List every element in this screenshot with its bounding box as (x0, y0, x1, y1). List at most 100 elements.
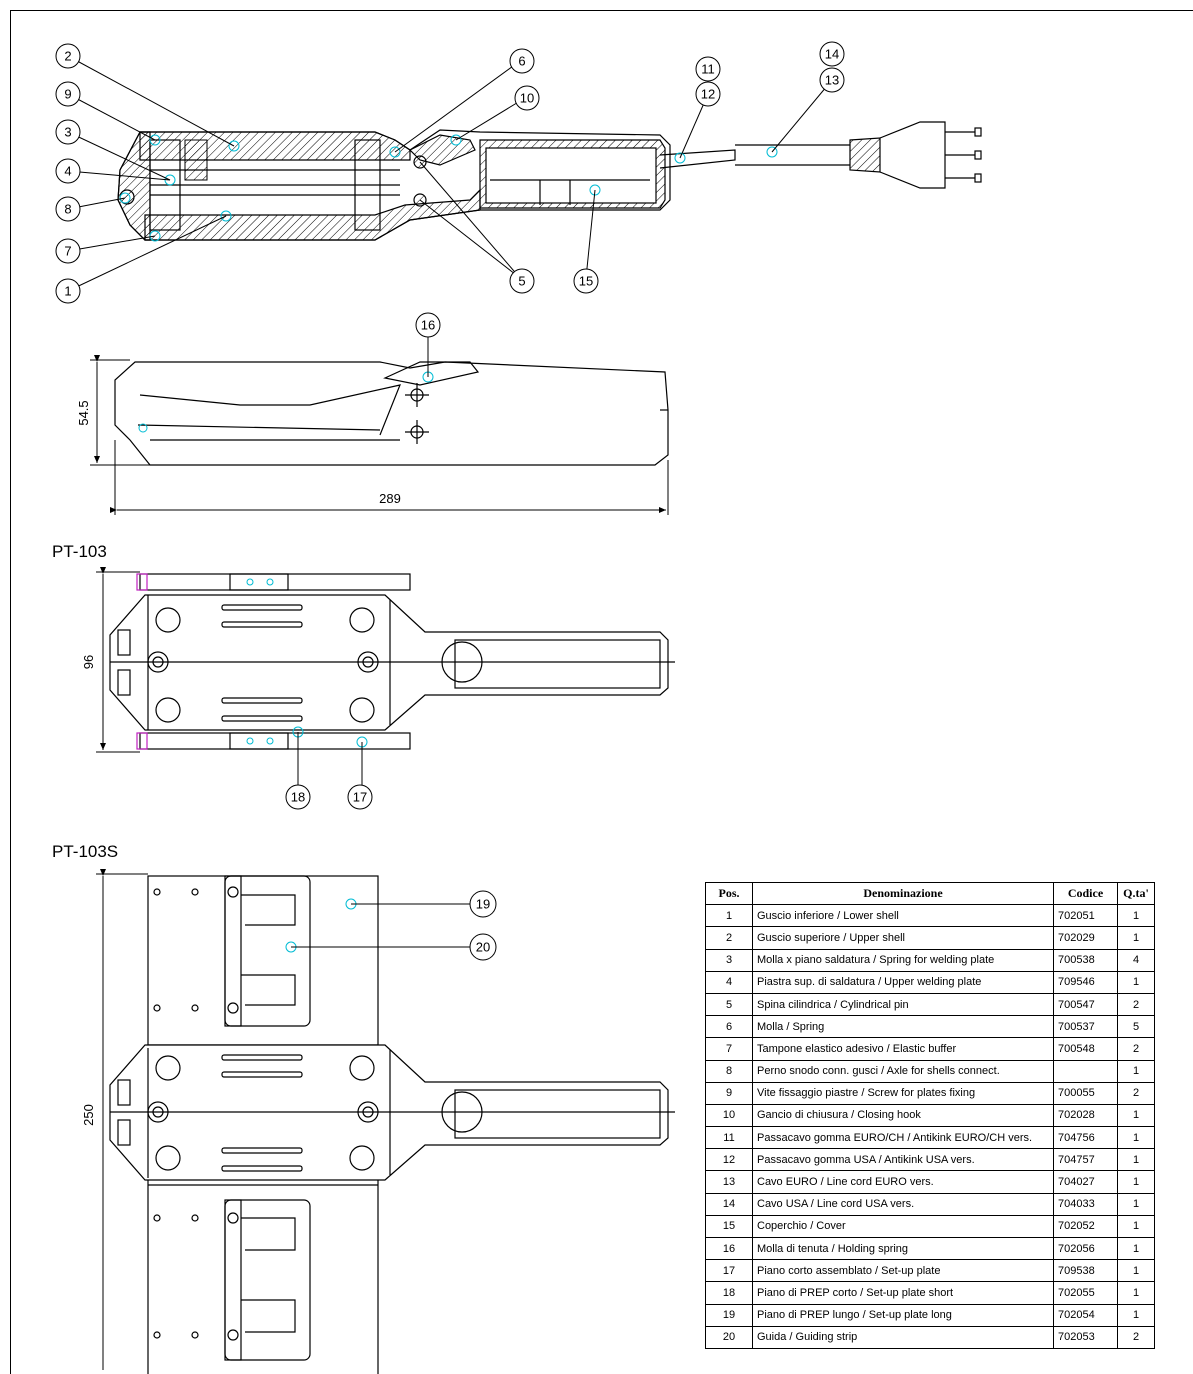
cell-pos: 18 (705, 1281, 753, 1305)
callout-13: 13 (825, 73, 839, 88)
cell-code: 702053 (1053, 1325, 1118, 1349)
callout-11: 11 (701, 62, 715, 77)
cell-name: Guida / Guiding strip (752, 1325, 1054, 1349)
cell-name: Molla / Spring (752, 1015, 1054, 1039)
cell-name: Passacavo gomma USA / Antikink USA vers. (752, 1148, 1054, 1172)
cell-code: 700548 (1053, 1037, 1118, 1061)
cell-qty: 1 (1117, 926, 1155, 950)
cell-qty: 2 (1117, 1037, 1155, 1061)
cell-name: Vite fissaggio piastre / Screw for plate… (752, 1081, 1054, 1105)
cell-qty: 1 (1117, 1192, 1155, 1216)
callout-19: 19 (476, 897, 490, 912)
side-view (114, 361, 669, 466)
cell-qty: 1 (1117, 1236, 1155, 1261)
cell-code: 704027 (1053, 1170, 1118, 1194)
cell-pos: 10 (705, 1103, 753, 1128)
cell-code: 704756 (1053, 1126, 1118, 1150)
cell-pos: 19 (705, 1303, 753, 1327)
callout-8: 8 (64, 202, 71, 217)
cell-name: Gancio di chiusura / Closing hook (752, 1103, 1054, 1128)
cell-code: 702055 (1053, 1281, 1118, 1305)
cell-qty: 1 (1117, 904, 1155, 928)
dimension-lines-side (90, 355, 669, 515)
callout-18: 18 (291, 790, 305, 805)
dim-width-pt103: 96 (81, 655, 96, 669)
cell-pos: 9 (705, 1081, 753, 1105)
cell-code: 700547 (1053, 992, 1118, 1017)
callout-1: 1 (64, 284, 71, 299)
table-header-row: Pos. Denominazione Codice Q.ta' (705, 881, 1155, 906)
cell-code: 702029 (1053, 926, 1118, 950)
cell-qty: 1 (1117, 1303, 1155, 1327)
cell-name: Piastra sup. di saldatura / Upper weldin… (752, 970, 1054, 994)
cell-pos: 7 (705, 1037, 753, 1061)
cell-code: 702051 (1053, 904, 1118, 928)
callout-12: 12 (701, 87, 715, 102)
cell-name: Molla x piano saldatura / Spring for wel… (752, 948, 1054, 972)
cell-qty: 1 (1117, 1214, 1155, 1239)
cell-name: Guscio inferiore / Lower shell (752, 904, 1054, 928)
cell-qty: 1 (1117, 1170, 1155, 1194)
cell-qty: 4 (1117, 948, 1155, 972)
cell-name: Cavo USA / Line cord USA vers. (752, 1192, 1054, 1216)
cell-name: Molla di tenuta / Holding spring (752, 1236, 1054, 1261)
cell-name: Cavo EURO / Line cord EURO vers. (752, 1170, 1054, 1194)
cell-code: 702056 (1053, 1236, 1118, 1261)
cell-pos: 6 (705, 1015, 753, 1039)
pt103-view (109, 573, 675, 750)
header-code: Codice (1053, 881, 1118, 906)
dim-width-pt103s: 250 (81, 1104, 96, 1126)
cell-qty: 2 (1117, 1081, 1155, 1105)
cell-name: Coperchio / Cover (752, 1214, 1054, 1239)
cell-pos: 14 (705, 1192, 753, 1216)
cell-pos: 13 (705, 1170, 753, 1194)
section-view (117, 121, 982, 241)
cell-code: 704033 (1053, 1192, 1118, 1216)
cell-pos: 8 (705, 1059, 753, 1083)
header-pos: Pos. (705, 881, 753, 906)
callout-circles-top (55, 41, 845, 304)
callout-6: 6 (518, 54, 525, 69)
cell-code: 702028 (1053, 1103, 1118, 1128)
dim-length: 289 (379, 491, 401, 506)
cell-qty: 1 (1117, 1259, 1155, 1283)
cell-code (1053, 1059, 1118, 1083)
cell-pos: 11 (705, 1126, 753, 1150)
cell-name: Perno snodo conn. gusci / Axle for shell… (752, 1059, 1054, 1083)
cell-name: Passacavo gomma EURO/CH / Antikink EURO/… (752, 1126, 1054, 1150)
cell-pos: 16 (705, 1236, 753, 1261)
cell-code: 704757 (1053, 1148, 1118, 1172)
cell-name: Spina cilindrica / Cylindrical pin (752, 992, 1054, 1017)
callout-3: 3 (64, 125, 71, 140)
callout-20: 20 (476, 940, 490, 955)
cell-code: 700538 (1053, 948, 1118, 972)
cell-qty: 2 (1117, 1325, 1155, 1349)
cell-qty: 2 (1117, 992, 1155, 1017)
callout-14: 14 (825, 47, 839, 62)
callout-17: 17 (353, 790, 367, 805)
cell-name: Guscio superiore / Upper shell (752, 926, 1054, 950)
cell-pos: 3 (705, 948, 753, 972)
cell-name: Tampone elastico adesivo / Elastic buffe… (752, 1037, 1054, 1061)
callout-15: 15 (579, 274, 593, 289)
callout-7: 7 (64, 244, 71, 259)
